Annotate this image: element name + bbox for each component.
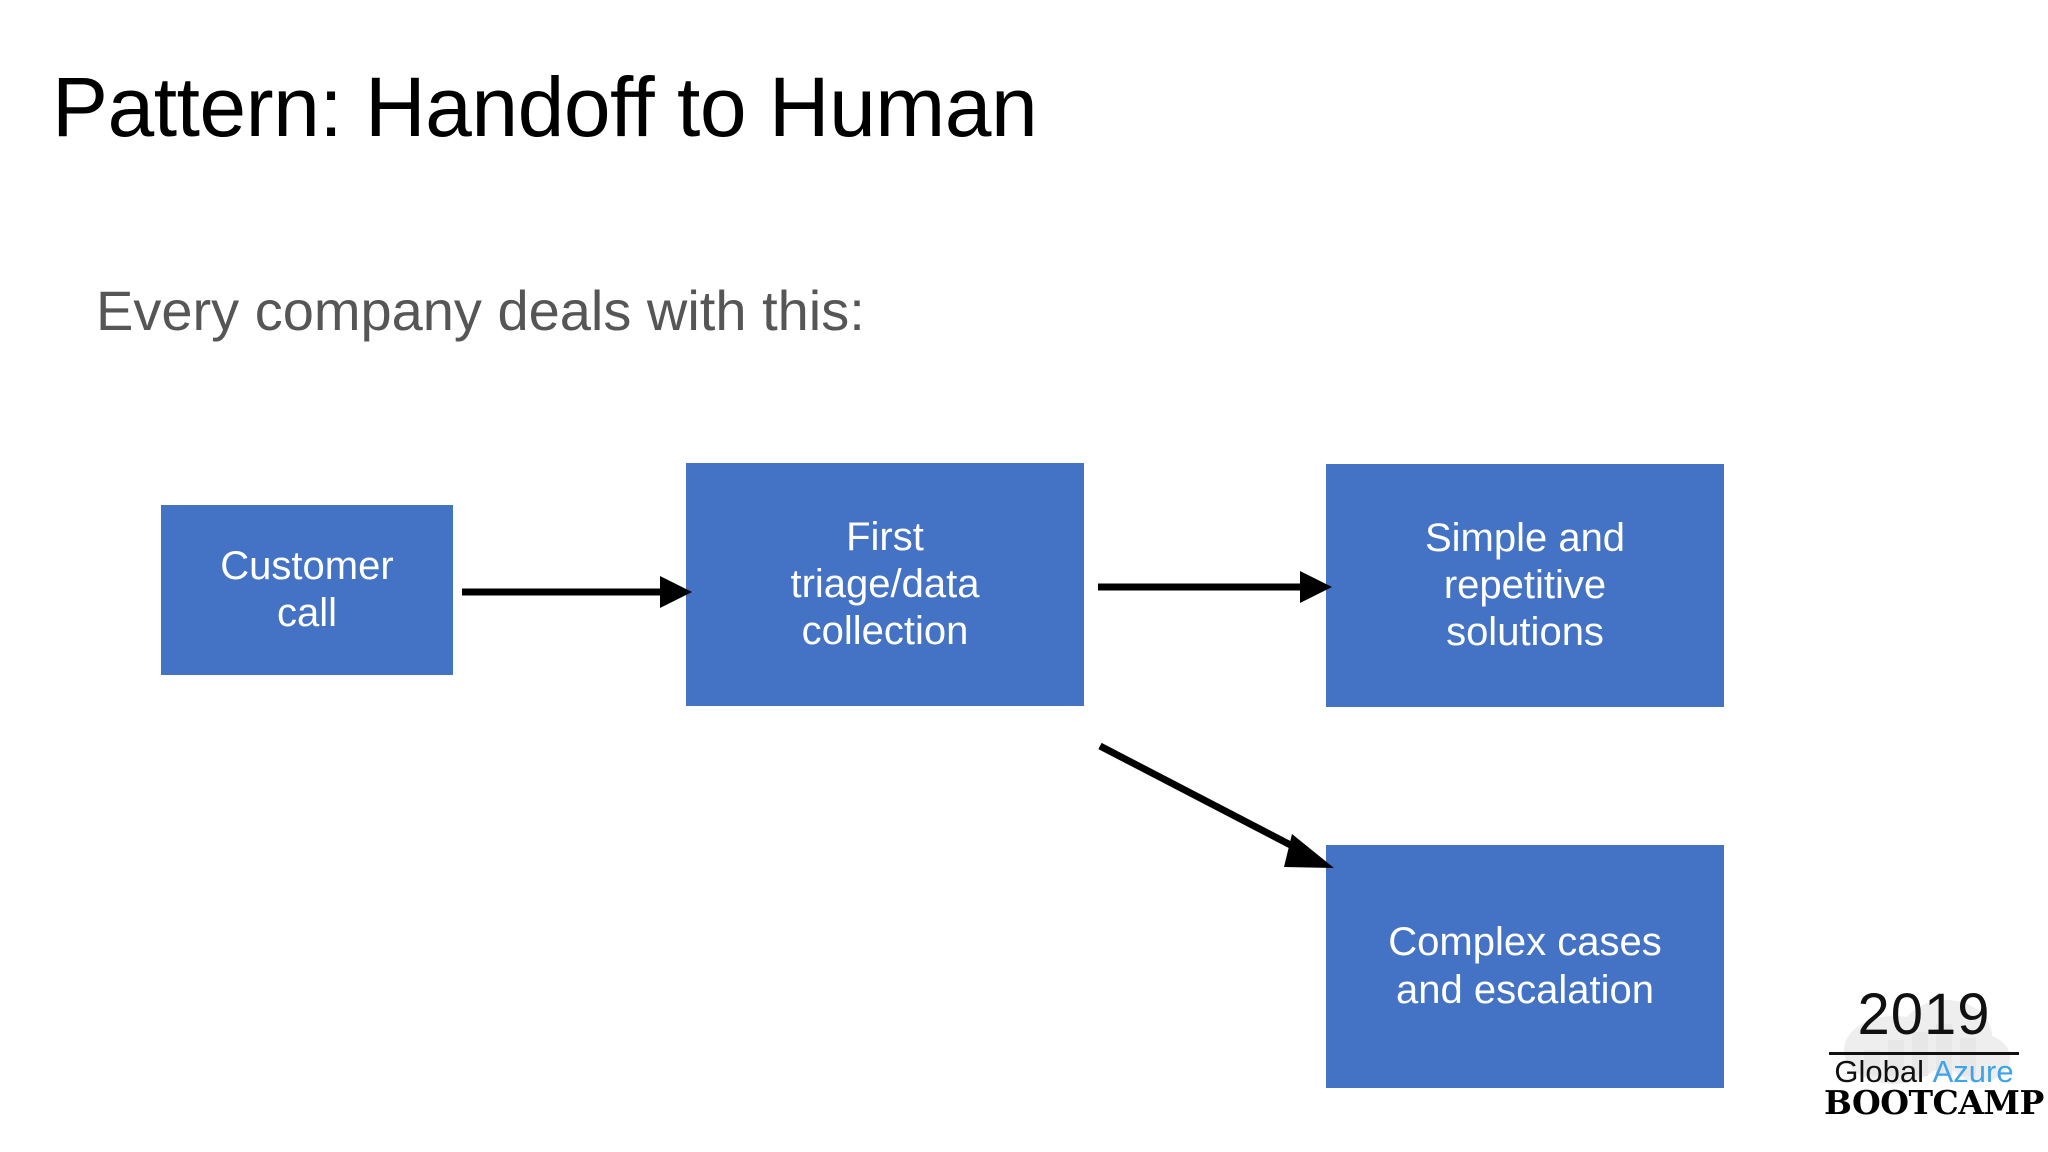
- page-title: Pattern: Handoff to Human: [52, 60, 1038, 154]
- flow-box-customer-call: Customer call: [161, 505, 453, 675]
- flow-box-complex-cases: Complex cases and escalation: [1326, 845, 1724, 1088]
- logo-year-text: 2019: [1857, 982, 1991, 1047]
- arrow-icon-call-to-triage: [462, 576, 692, 608]
- global-azure-bootcamp-logo: 2019 Global Azure BOOTCAMP: [1824, 986, 2044, 1122]
- logo-global-text: Global: [1834, 1054, 1924, 1089]
- slide-subtitle: Every company deals with this:: [96, 279, 865, 342]
- logo-bootcamp-text: BOOTCAMP: [1824, 1083, 2044, 1122]
- arrow-icon-triage-to-simple: [1098, 571, 1332, 603]
- logo-global-azure-line: Global Azure: [1824, 1054, 2024, 1089]
- arrow-icon-triage-to-complex: [1098, 742, 1334, 868]
- flow-box-simple-solutions: Simple and repetitive solutions: [1326, 464, 1724, 707]
- logo-divider: [1829, 1052, 2019, 1055]
- flow-box-first-triage: First triage/data collection: [686, 463, 1084, 706]
- logo-azure-text: Azure: [1932, 1054, 2014, 1089]
